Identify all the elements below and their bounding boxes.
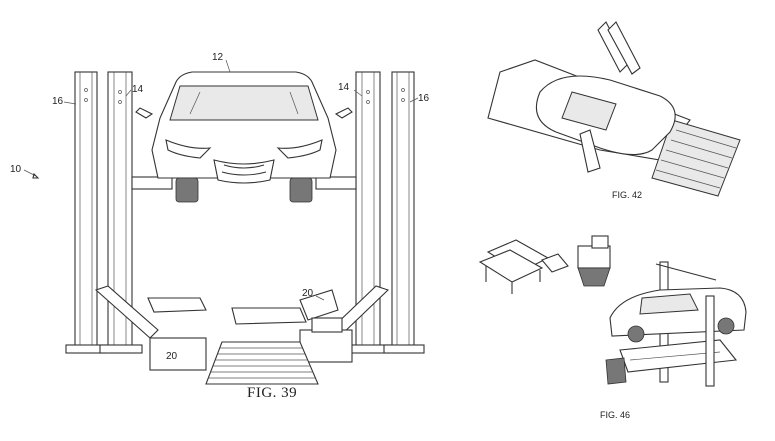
fig46-caption: FIG. 46 [600, 410, 630, 420]
tool-cart-right [299, 329, 353, 363]
ramp-grating [651, 119, 741, 197]
center-ramp [205, 341, 319, 385]
ref-inner-post-left-14: 14 [132, 84, 144, 95]
tool-station [577, 235, 611, 287]
lower-brackets [94, 285, 390, 339]
ref-outer-post-right-16: 16 [418, 93, 430, 104]
ramp-grating-lines [655, 129, 737, 189]
ref-outer-post-left-16: 16 [52, 96, 64, 107]
fig46-drawing: FIG. 46 [478, 235, 747, 420]
leader-lines [23, 59, 419, 301]
vehicle-windshield [561, 91, 617, 131]
lift-with-vehicle [605, 261, 747, 387]
ref-vehicle-12: 12 [212, 52, 224, 63]
fig42-caption: FIG. 42 [612, 190, 642, 200]
robot-arm-lower [579, 129, 601, 173]
rack-assembly [478, 239, 550, 294]
robot-arm-upper-2 [607, 21, 641, 75]
lift-arm-right [315, 176, 357, 190]
ref-inner-post-right-14: 14 [338, 82, 350, 93]
outer-post-right [383, 71, 425, 354]
fig39-caption: FIG. 39 [247, 385, 297, 401]
small-ramp [541, 253, 569, 273]
vehicle-front-view [135, 71, 353, 203]
ref-tool-cart-left-20: 20 [166, 351, 178, 362]
outer-post-left [65, 71, 107, 354]
fig42-drawing: FIG. 42 [487, 21, 741, 200]
ref-tool-cart-right-20: 20 [302, 288, 314, 299]
tool-cart-right-top [311, 317, 343, 333]
tool-cart-left [149, 337, 207, 371]
fig39-drawing: 10 12 14 14 16 16 20 20 FIG. 39 [10, 52, 430, 401]
lift-arm-left [131, 176, 173, 190]
ref-system-10: 10 [10, 164, 22, 175]
